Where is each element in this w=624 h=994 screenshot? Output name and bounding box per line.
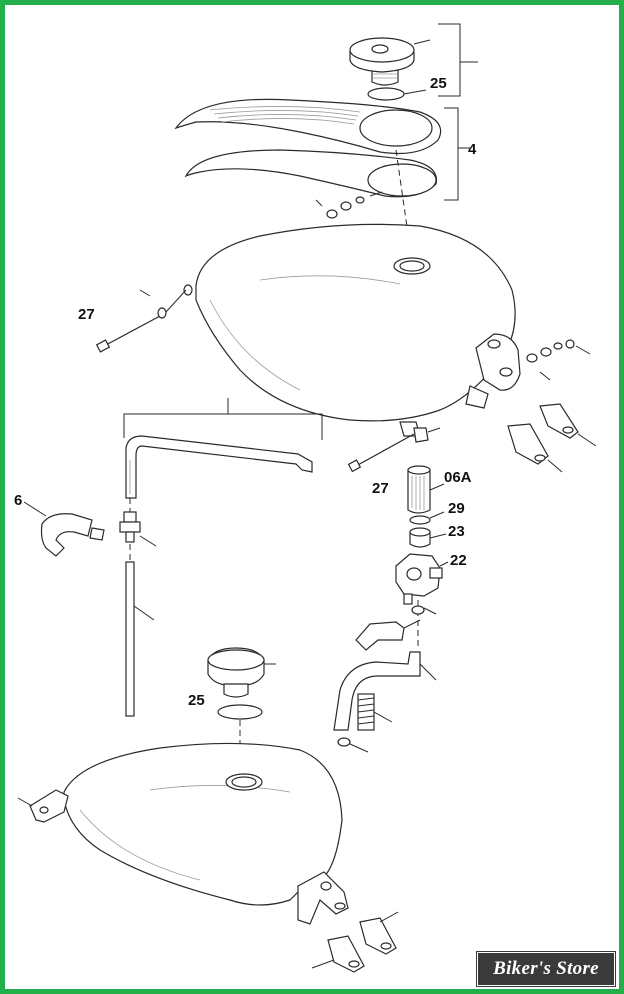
valve-lever bbox=[355, 619, 421, 651]
label-06A: 06A bbox=[444, 469, 472, 486]
label-25-bottom: 25 bbox=[188, 692, 205, 709]
label-29: 29 bbox=[448, 500, 465, 517]
bolt-27-left bbox=[95, 289, 187, 353]
upper-fuel-tank bbox=[183, 223, 521, 437]
watermark-text: Biker's Store bbox=[493, 958, 599, 979]
outlet-hose bbox=[333, 651, 437, 731]
nut-23 bbox=[409, 527, 447, 548]
lower-fuel-tank bbox=[17, 742, 349, 925]
label-27-middle: 27 bbox=[372, 480, 389, 497]
bottom-gasket-25 bbox=[217, 704, 263, 720]
top-gas-cap bbox=[349, 37, 431, 86]
hose-spring bbox=[357, 693, 393, 731]
bottom-gas-cap bbox=[207, 647, 276, 698]
label-25-top: 25 bbox=[430, 75, 447, 92]
tank-mount-washers-top bbox=[315, 191, 383, 219]
fuel-line-bracket bbox=[123, 413, 323, 440]
hose-clamp-small bbox=[337, 737, 351, 747]
tank-brackets-bottom bbox=[311, 911, 399, 973]
label-6: 6 bbox=[14, 492, 22, 509]
label-22: 22 bbox=[450, 552, 467, 569]
bolt-27-middle bbox=[347, 427, 441, 473]
bikers-store-watermark: Biker's Store bbox=[477, 952, 615, 986]
top-gasket-25 bbox=[367, 87, 405, 101]
fuel-hose bbox=[125, 561, 135, 717]
gasket-29 bbox=[409, 515, 431, 525]
fuel-valve-22 bbox=[395, 553, 449, 605]
tank-brackets-right bbox=[507, 403, 597, 473]
fuel-line-fitting bbox=[119, 511, 157, 547]
console-trim bbox=[174, 98, 442, 198]
label-27-left: 27 bbox=[78, 306, 95, 323]
fuel-filter-06A bbox=[407, 465, 445, 514]
hose-clamp-6 bbox=[23, 501, 105, 557]
tank-mount-washers-right bbox=[526, 339, 591, 381]
label-4: 4 bbox=[468, 141, 477, 158]
fuel-line-upper bbox=[125, 435, 313, 499]
valve-washer bbox=[411, 605, 425, 615]
label-23: 23 bbox=[448, 523, 465, 540]
